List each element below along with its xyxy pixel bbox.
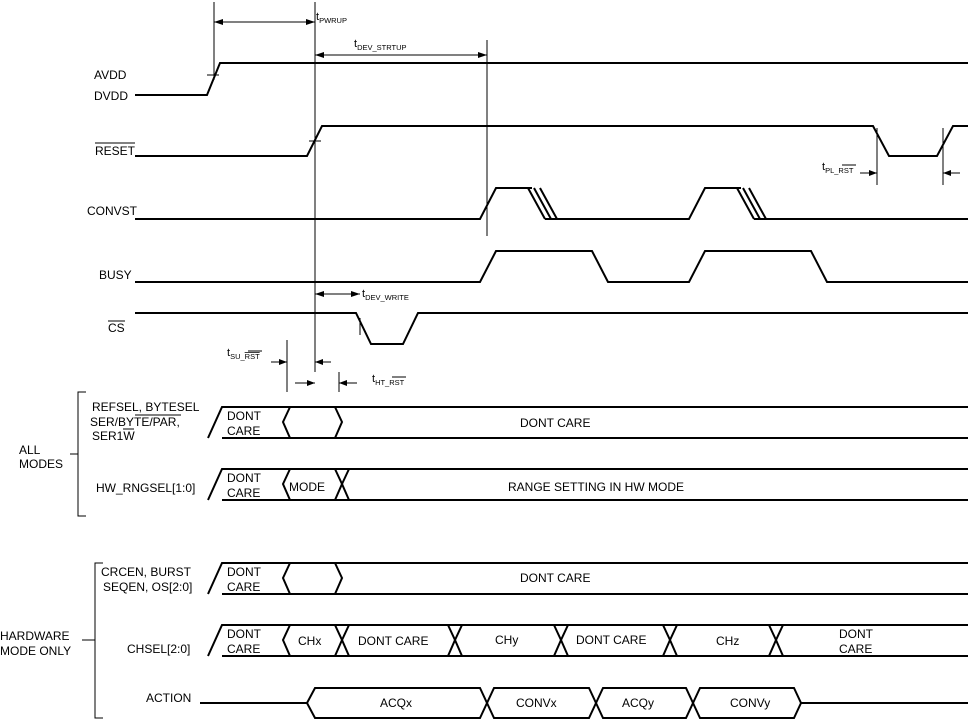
refsel-dont-care-label: DONT CARE bbox=[520, 416, 590, 430]
action-convy-label: CONVy bbox=[730, 696, 770, 710]
signal-label-cs: CS bbox=[108, 321, 125, 335]
refsel-bus bbox=[207, 406, 968, 439]
hw-rngsel-care-label: CARE bbox=[227, 486, 260, 500]
signal-label-seqen: SEQEN, OS[2:0] bbox=[103, 580, 192, 594]
signal-label-hw-rngsel: HW_RNGSEL[1:0] bbox=[96, 481, 195, 495]
signal-label-dvdd: DVDD bbox=[94, 89, 128, 103]
chsel-chz-label: CHz bbox=[716, 634, 739, 648]
refsel-dont-label: DONT bbox=[227, 409, 262, 423]
action-convx-label: CONVx bbox=[516, 696, 557, 710]
hw-only-label-1: HARDWARE bbox=[0, 629, 70, 643]
t-dev-write-label: tDEV_WRITE bbox=[362, 288, 409, 302]
hw-only-bracket bbox=[94, 562, 103, 719]
chsel-bus bbox=[207, 624, 968, 657]
t-dev-strtup-arrow bbox=[315, 52, 487, 58]
timing-arrows bbox=[214, 19, 960, 386]
action-acqy-label: ACQy bbox=[622, 696, 654, 710]
crcen-dont-care-label: DONT CARE bbox=[520, 571, 590, 585]
t-pwrup-arrow bbox=[214, 19, 315, 25]
avdd-dvdd-waveform bbox=[135, 62, 968, 96]
t-pwrup-label: tPWRUP bbox=[316, 11, 347, 25]
hw-rngsel-range-label: RANGE SETTING IN HW MODE bbox=[508, 480, 684, 494]
chsel-care-end-label: CARE bbox=[839, 642, 872, 656]
reference-lines bbox=[213, 2, 944, 392]
signal-label-busy: BUSY bbox=[99, 268, 132, 282]
signal-label-serbyte: SER/BYTE/PAR, bbox=[90, 415, 180, 429]
signal-label-action: ACTION bbox=[146, 691, 191, 705]
t-su-rst-arrow bbox=[271, 359, 331, 365]
signal-label-chsel: CHSEL[2:0] bbox=[127, 642, 190, 656]
t-ht-rst-label: tHT_RST bbox=[372, 373, 405, 387]
chsel-chx-label: CHx bbox=[298, 634, 321, 648]
signal-label-reset: RESET bbox=[95, 144, 136, 158]
chsel-chy-label: CHy bbox=[495, 633, 518, 647]
hw-rngsel-dont-label: DONT bbox=[227, 471, 262, 485]
signal-names: AVDD DVDD RESET CONVST BUSY CS REFSEL, B… bbox=[87, 68, 200, 705]
action-acqx-label: ACQx bbox=[380, 696, 412, 710]
busy-waveform bbox=[135, 250, 968, 283]
group-brackets: ALL MODES HARDWARE MODE ONLY bbox=[0, 391, 103, 719]
crcen-bus bbox=[207, 562, 968, 595]
chsel-dont-label: DONT bbox=[227, 627, 262, 641]
crcen-care-label: CARE bbox=[227, 580, 260, 594]
hw-rngsel-bus bbox=[207, 468, 968, 501]
t-pl-rst-arrow bbox=[860, 170, 960, 176]
refsel-care-label: CARE bbox=[227, 424, 260, 438]
t-pl-rst-label: tPL_RST bbox=[822, 161, 854, 175]
t-dev-strtup-label: tDEV_STRTUP bbox=[354, 38, 407, 52]
hw-rngsel-mode-label: MODE bbox=[289, 480, 325, 494]
signal-label-refsel: REFSEL, BYTESEL bbox=[92, 400, 200, 414]
timing-labels: tPWRUP tDEV_STRTUP tDEV_WRITE tSU_RST tH… bbox=[227, 11, 856, 387]
all-modes-label-1: ALL bbox=[19, 443, 41, 457]
chsel-dont-care-2-label: DONT CARE bbox=[576, 633, 646, 647]
signal-label-crcen: CRCEN, BURST bbox=[101, 565, 192, 579]
all-modes-label-2: MODES bbox=[19, 457, 63, 471]
waveforms bbox=[135, 62, 968, 719]
cs-waveform bbox=[135, 312, 968, 345]
crcen-dont-label: DONT bbox=[227, 565, 262, 579]
chsel-dont-care-1-label: DONT CARE bbox=[358, 634, 428, 648]
bus-labels: DONT CARE DONT CARE DONT CARE MODE RANGE… bbox=[227, 409, 874, 710]
signal-label-ser1w: SER1W bbox=[92, 429, 135, 443]
hw-only-label-2: MODE ONLY bbox=[0, 644, 71, 658]
action-bus bbox=[200, 687, 968, 719]
signal-label-convst: CONVST bbox=[87, 204, 138, 218]
convst-waveform bbox=[135, 187, 968, 220]
reset-waveform bbox=[135, 125, 968, 157]
t-su-rst-label: tSU_RST bbox=[227, 347, 260, 361]
chsel-dont-end-label: DONT bbox=[839, 627, 874, 641]
t-ht-rst-arrow bbox=[295, 380, 357, 386]
t-dev-write-arrow bbox=[315, 291, 360, 297]
all-modes-bracket bbox=[77, 391, 86, 517]
signal-label-avdd: AVDD bbox=[94, 68, 127, 82]
chsel-care-label: CARE bbox=[227, 642, 260, 656]
